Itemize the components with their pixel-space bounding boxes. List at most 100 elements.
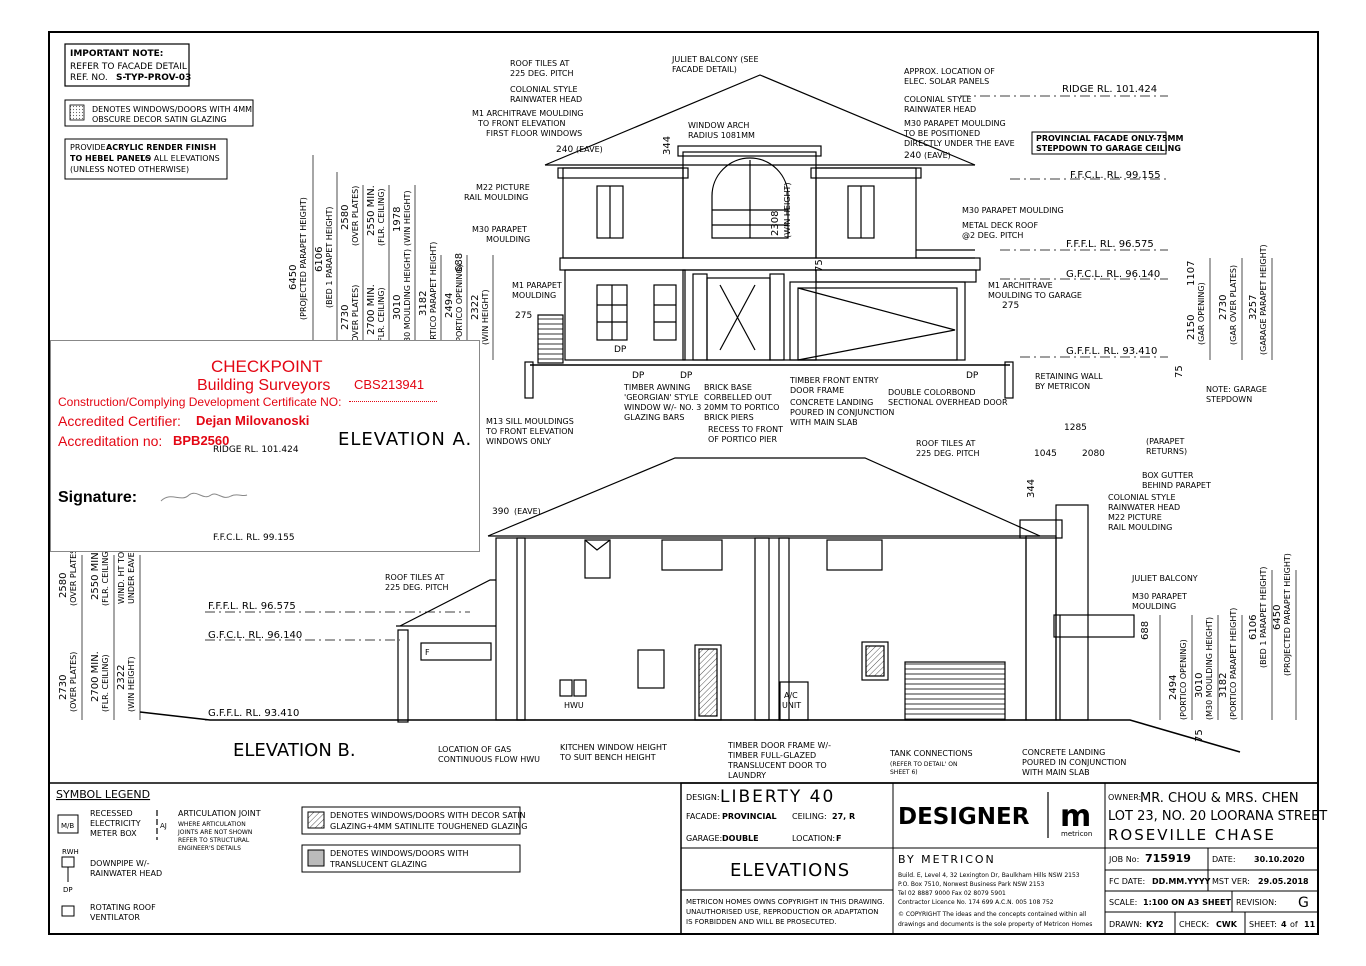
stamp-acc-no: BPB2560 xyxy=(173,433,230,448)
legend-rwh: RWH xyxy=(62,848,79,856)
vdim-b: 688 xyxy=(1140,621,1151,640)
tb-copyright: IS FORBIDDEN AND WILL BE PROSECUTED. xyxy=(686,918,837,926)
callout-tank: (REFER TO DETAIL' ON xyxy=(890,761,958,768)
dim-275: 275 xyxy=(1002,301,1019,311)
vdim-2150: 2150 xyxy=(1186,315,1197,340)
gffl-level-a: G.F.F.L. RL. 93.410 xyxy=(1066,346,1157,357)
callout-m1-garage: M1 ARCHITRAVE xyxy=(988,281,1053,290)
note-line: STEPDOWN TO GARAGE CEILING xyxy=(1036,144,1181,153)
callout-kitchen: TO SUIT BENCH HEIGHT xyxy=(559,753,656,762)
callout-laundry: TIMBER FULL-GLAZED xyxy=(727,751,816,760)
callout-m30-l: M30 PARAPET xyxy=(472,225,527,234)
dim-eave: (EAVE) xyxy=(514,507,541,516)
vdim-label: (M30 MOULDING HEIGHT) xyxy=(1205,617,1214,720)
callout-colonial: RAINWATER HEAD xyxy=(510,95,582,104)
callout-garage-note: STEPDOWN xyxy=(1206,395,1252,404)
elevation-b-callouts: ROOF TILES AT 225 DEG. PITCH ROOF TILES … xyxy=(385,423,1211,780)
vdim-2322: 2322 xyxy=(470,295,481,320)
tb-label: JOB No: xyxy=(1108,855,1139,864)
callout-landing: WITH MAIN SLAB xyxy=(790,418,858,427)
vdim-b: 2322 xyxy=(116,665,127,690)
metricon-logo-word: metricon xyxy=(1061,830,1092,838)
elevation-a-vdims: 6450 (PROJECTED PARAPET HEIGHT) 6106 (BE… xyxy=(288,136,1268,378)
callout-retaining-r: BY METRICON xyxy=(1035,382,1090,391)
vdim-label: (PORTICO OPENING) xyxy=(455,264,464,345)
tb-job: 715919 xyxy=(1145,852,1191,865)
vdim-2700: 2700 MIN. xyxy=(366,284,377,335)
elevation-a-callouts: ROOF TILES AT 225 DEG. PITCH JULIET BALC… xyxy=(464,55,1267,446)
vdim-2308: 2308 xyxy=(770,211,781,236)
callout-m30-mid: M30 PARAPET MOULDING xyxy=(962,206,1064,215)
tb-total: 11 xyxy=(1304,920,1316,929)
callout-tank: SHEET 6) xyxy=(890,769,918,776)
note-line: TO HEBEL PANELS xyxy=(70,154,151,163)
obscure-glazing-note: DENOTES WINDOWS/DOORS WITH 4MM OBSCURE D… xyxy=(64,99,254,127)
elevation-b-title: ELEVATION B. xyxy=(233,740,356,761)
legend-line: DENOTES WINDOWS/DOORS WITH DECOR SATIN xyxy=(330,811,526,820)
dim-390: 390 xyxy=(492,507,509,517)
callout-brick: CORBELLED OUT xyxy=(704,393,772,402)
legend-title: SYMBOL LEGEND xyxy=(56,788,150,801)
tb-address: drawings and documents is the sole prope… xyxy=(898,921,1092,928)
vdim-2494: 2494 xyxy=(444,293,455,318)
legend-aj: AJ xyxy=(160,822,167,830)
stamp-cbs: CBS213941 xyxy=(354,377,425,392)
provincial-note: PROVINCIAL FACADE ONLY-75MM STEPDOWN TO … xyxy=(1031,131,1183,155)
callout-landing-b: CONCRETE LANDING xyxy=(1022,748,1105,757)
dim-1285: 1285 xyxy=(1064,423,1087,433)
legend-line: REFER TO STRUCTURAL xyxy=(178,837,250,844)
tb-label: DESIGN: xyxy=(686,793,720,802)
tb-label: LOCATION: xyxy=(792,834,835,843)
note-line: ACRYLIC RENDER FINISH xyxy=(106,143,216,152)
dim-240: 240 xyxy=(556,145,573,155)
callout-m30-b: MOULDING xyxy=(1132,602,1176,611)
callout-roof-l: 225 DEG. PITCH xyxy=(385,583,449,592)
callout-colonial-b: RAINWATER HEAD xyxy=(1108,503,1180,512)
dim-eave: (EAVE) xyxy=(576,145,603,154)
callout-m22: M22 PICTURE xyxy=(476,183,530,192)
callout-m22: RAIL MOULDING xyxy=(464,193,528,202)
important-note-title: IMPORTANT NOTE: xyxy=(70,49,163,59)
callout-m13: WINDOWS ONLY xyxy=(486,437,551,446)
callout-m1: FIRST FLOOR WINDOWS xyxy=(486,129,582,138)
callout-awning: TIMBER AWNING xyxy=(623,383,690,392)
metricon-logo: m xyxy=(1060,799,1091,834)
callout-garage-door: SECTIONAL OVERHEAD DOOR xyxy=(888,398,1008,407)
tb-address: Contractor Licence No. 174 699 A.C.N. 00… xyxy=(898,899,1054,906)
important-note-line: REFER TO FACADE DETAIL xyxy=(70,62,187,72)
tb-address: P.O. Box 7510, Norwest Business Park NSW… xyxy=(898,881,1044,888)
tb-suburb: ROSEVILLE CHASE xyxy=(1108,826,1276,844)
vdim-label: (WIN HEIGHT) xyxy=(127,656,136,712)
legend-line: DOWNPIPE W/- xyxy=(90,859,150,868)
callout-awning: GLAZING BARS xyxy=(624,413,684,422)
tb-owner: MR. CHOU & MRS. CHEN xyxy=(1140,791,1299,806)
legend-mb: M/B xyxy=(61,822,74,830)
tb-facade: PROVINCIAL xyxy=(722,812,777,821)
stamp-accreditation: Accreditation no: xyxy=(58,433,163,449)
dim-240: 240 xyxy=(904,151,921,161)
legend-line: RAINWATER HEAD xyxy=(90,869,162,878)
legend-line: JOINTS ARE NOT SHOWN xyxy=(177,829,252,836)
vdim-b: 6450 xyxy=(1272,605,1283,630)
stamp-cdc: Construction/Complying Development Certi… xyxy=(58,395,342,409)
vdim-b: 2700 MIN. xyxy=(90,651,101,702)
vdim-label: (FLR. CEILING) xyxy=(101,654,110,712)
vdim-2580: 2580 xyxy=(340,205,351,230)
vdim-label: UNDER EAVE xyxy=(127,552,136,604)
tb-location: F xyxy=(836,834,841,843)
vdim-label: (WIN HEIGHT) xyxy=(783,182,792,238)
vdim-label: (FLR. CEILING) xyxy=(377,188,386,246)
ridge-level-a: RIDGE RL. 101.424 xyxy=(1062,84,1157,95)
callout-solar: APPROX. LOCATION OF xyxy=(904,67,995,76)
legend-line: ELECTRICITY xyxy=(90,819,141,828)
callout-m1: TO FRONT ELEVATION xyxy=(477,119,566,128)
callout-m13: M13 SILL MOULDINGS xyxy=(486,417,574,426)
vdim-b: 6106 xyxy=(1248,615,1259,640)
tb-label: DATE: xyxy=(1212,855,1236,864)
callout-m30-b: M30 PARAPET xyxy=(1132,592,1187,601)
callout-brick: 20MM TO PORTICO xyxy=(704,403,779,412)
vdim-label: (PORTICO PARAPET HEIGHT) xyxy=(429,242,438,354)
tb-scale: 1:100 ON A3 SHEET xyxy=(1143,898,1231,907)
stamp-certifier-name: Dejan Milovanoski xyxy=(196,413,310,428)
